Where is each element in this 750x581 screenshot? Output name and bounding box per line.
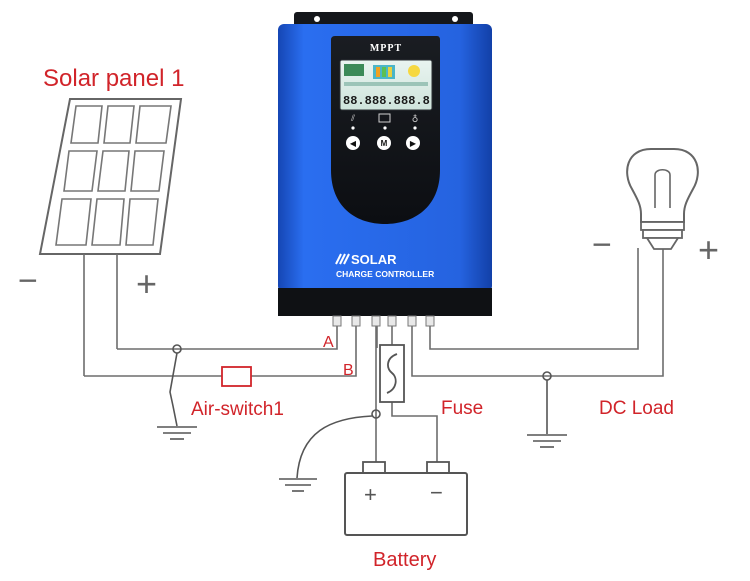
terminal-b-label: B bbox=[343, 362, 354, 379]
solar-logo-icon bbox=[335, 253, 350, 265]
ground-symbol bbox=[157, 352, 197, 440]
right-button[interactable]: ▶ bbox=[406, 136, 420, 150]
panel-minus-sign: − bbox=[18, 262, 38, 300]
brand-line-1: SOLAR bbox=[351, 252, 397, 267]
lcd-left-value: 88.8 bbox=[343, 94, 372, 108]
load-minus-sign: − bbox=[592, 226, 612, 264]
battery-plus-sign: + bbox=[364, 482, 377, 507]
air-switch-label: Air-switch1 bbox=[191, 399, 284, 420]
battery-minus-sign: − bbox=[430, 480, 443, 505]
fuse-label: Fuse bbox=[441, 398, 483, 419]
terminal-a-label: A bbox=[323, 334, 334, 351]
mppt-badge: MPPT bbox=[370, 43, 402, 54]
status-led bbox=[351, 126, 355, 130]
light-bulb-icon bbox=[626, 148, 699, 250]
brand-line-2: CHARGE CONTROLLER bbox=[336, 269, 434, 279]
battery-icon bbox=[344, 461, 468, 536]
left-button[interactable]: ◀ bbox=[346, 136, 360, 150]
menu-button-label: M bbox=[381, 139, 388, 148]
battery-indicator-icon bbox=[378, 113, 391, 123]
lcd-right-value: 88.8 bbox=[401, 94, 430, 108]
ground-symbol bbox=[279, 415, 373, 492]
solar-panel-label: Solar panel 1 bbox=[43, 65, 184, 92]
solar-panel-icon bbox=[38, 98, 183, 255]
left-arrow-icon: ◀ bbox=[350, 139, 357, 148]
ground-symbol bbox=[527, 380, 567, 448]
wires bbox=[83, 248, 664, 470]
load-indicator-icon: ♁ bbox=[412, 114, 419, 125]
charge-controller: MPPT 88.8 88.8 88.8 ⫽ ♁ ◀ M bbox=[278, 12, 492, 327]
load-plus-sign: + bbox=[698, 229, 719, 270]
right-arrow-icon: ▶ bbox=[410, 139, 417, 148]
panel-plus-sign: + bbox=[136, 263, 157, 304]
air-switch-symbol bbox=[221, 366, 252, 387]
dc-load-label: DC Load bbox=[599, 398, 674, 419]
lcd-screen: 88.8 88.8 88.8 bbox=[339, 59, 433, 111]
status-led bbox=[383, 126, 387, 130]
lcd-mid-value: 88.8 bbox=[372, 94, 401, 108]
battery-label: Battery bbox=[373, 549, 436, 571]
menu-button[interactable]: M bbox=[377, 136, 391, 150]
solar-indicator-icon: ⫽ bbox=[350, 114, 355, 124]
junction-dot bbox=[371, 409, 381, 419]
fuse-symbol bbox=[379, 344, 405, 403]
status-led bbox=[413, 126, 417, 130]
